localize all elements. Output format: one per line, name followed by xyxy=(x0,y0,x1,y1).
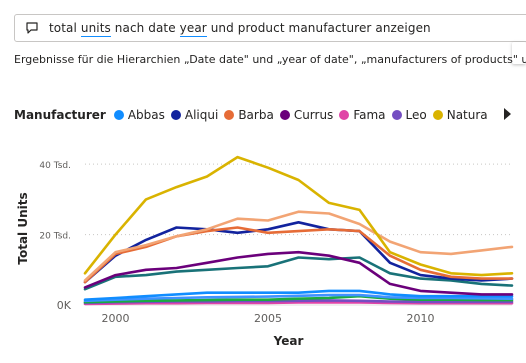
x-axis-title: Year xyxy=(273,334,304,348)
legend-item-currus[interactable]: Currus xyxy=(279,108,334,122)
legend-dot xyxy=(170,110,181,120)
legend-label: Abbas xyxy=(127,108,165,122)
legend-label: Barba xyxy=(238,108,274,122)
series-line-currus xyxy=(83,250,514,296)
x-tick-label: 2010 xyxy=(407,312,435,325)
series-line-aliqui xyxy=(83,221,514,284)
series-line-unlabeled xyxy=(83,210,514,282)
legend-dot xyxy=(432,110,443,120)
legend: Manufacturer Abbas Aliqui Barba Currus F… xyxy=(14,107,494,123)
chevron-right-icon[interactable] xyxy=(504,108,511,120)
suggestion-popup-edge xyxy=(512,42,526,64)
qna-term-units[interactable]: units xyxy=(80,21,111,37)
series-line-unlabeled xyxy=(83,293,514,303)
legend-label: Currus xyxy=(293,108,334,122)
legend-item-leo[interactable]: Leo xyxy=(391,108,427,122)
x-tick-label: 2000 xyxy=(102,312,130,325)
legend-title: Manufacturer xyxy=(14,108,106,122)
legend-dot xyxy=(279,110,290,120)
legend-dot xyxy=(224,110,235,120)
qna-query-text: total units nach date year und product m… xyxy=(49,21,431,37)
legend-item-barba[interactable]: Barba xyxy=(224,108,274,122)
legend-label: Natura xyxy=(446,108,488,122)
series-line-fama xyxy=(83,301,514,306)
legend-item-natura[interactable]: Natura xyxy=(432,108,488,122)
qna-part: total xyxy=(49,21,81,35)
series-line-abbas xyxy=(83,289,514,301)
y-tick-label: 0K xyxy=(57,299,72,312)
qna-input[interactable]: total units nach date year und product m… xyxy=(14,14,526,42)
series-line-unlabeled xyxy=(83,256,514,291)
legend-dot xyxy=(113,110,124,120)
legend-item-aliqui[interactable]: Aliqui xyxy=(170,108,219,122)
chat-bubble-icon xyxy=(26,22,38,34)
legend-label: Leo xyxy=(405,108,427,122)
legend-item-abbas[interactable]: Abbas xyxy=(113,108,165,122)
legend-item-fama[interactable]: Fama xyxy=(339,108,386,122)
legend-label: Fama xyxy=(353,108,386,122)
series-line-unlabeled xyxy=(83,294,514,304)
y-axis-title: Total Units xyxy=(16,192,30,264)
legend-dot xyxy=(391,110,402,120)
y-tick-label: 20 Tsd. xyxy=(39,232,71,242)
legend-dot xyxy=(339,110,350,120)
legend-label: Aliqui xyxy=(184,108,219,122)
qna-part: nach date xyxy=(110,21,180,35)
y-tick-label: 40 Tsd. xyxy=(39,161,71,171)
series-line-natura xyxy=(83,155,514,277)
result-restatement: Ergebnisse für die Hierarchien „Date dat… xyxy=(14,53,526,66)
qna-term-year[interactable]: year xyxy=(179,21,207,37)
x-tick-label: 2005 xyxy=(254,312,282,325)
qna-part: und product manufacturer anzeigen xyxy=(206,21,431,35)
